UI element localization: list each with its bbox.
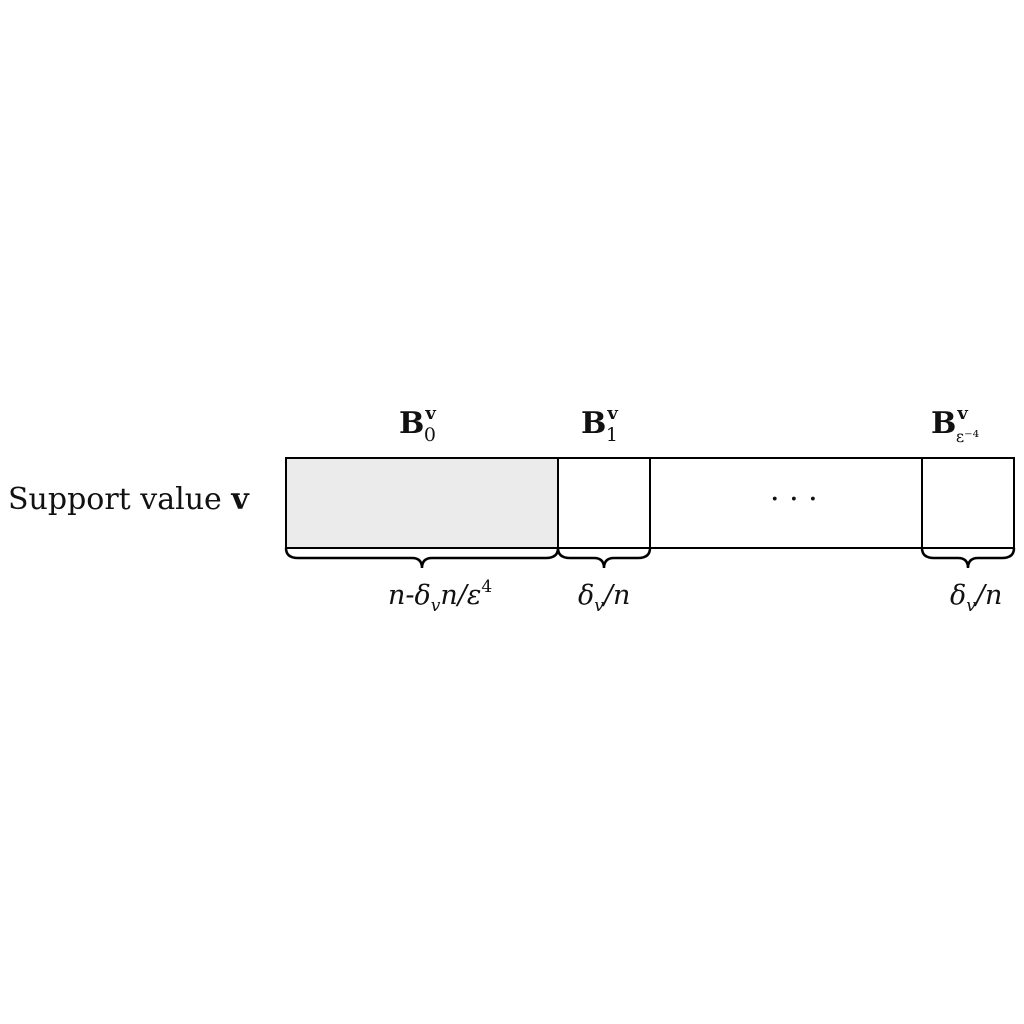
size-label-0-mid: n/ε [440,580,482,611]
brace-bucket-last [920,547,1016,569]
bucket-label-last: Bv ε⁻⁴ [931,403,979,446]
bucket-label-last-base: B [931,406,957,441]
row-label-text: Support value [8,482,232,517]
bucket-label-last-sup: v [957,403,968,424]
ellipsis: · · · [770,482,818,517]
bucket-label-last-sub: ε⁻⁴ [955,427,979,446]
brace-bucket-0 [284,547,560,569]
size-label-0-sup: 4 [481,577,493,597]
size-label-0-pre: n-δ [388,580,431,611]
size-label-last: δv/n [950,580,1003,616]
size-label-0: n-δvn/ε4 [388,577,493,616]
bucket-label-1: Bv1 [581,403,618,446]
size-label-last-mid: /n [975,580,1003,611]
row-label: Support value v [8,482,249,517]
bucket-label-0: Bv0 [399,403,436,446]
size-label-1-sub: v [594,596,604,616]
bucket-label-0-sup: v [425,403,436,424]
bucket-last-box [921,457,1015,549]
size-label-1: δv/n [578,580,631,616]
size-label-1-mid: /n [603,580,631,611]
bucket-label-1-sub: 1 [605,424,618,446]
size-label-0-sub: v [430,596,441,616]
size-label-last-pre: δ [950,580,967,611]
bucket-label-1-base: B [581,406,607,441]
bucket-0-box [285,457,559,549]
bucket-1-box [557,457,651,549]
row-label-var: v [231,482,249,517]
bucket-label-0-base: B [399,406,425,441]
bucket-label-0-sub: 0 [423,424,436,446]
middle-span-box [649,457,923,549]
brace-bucket-1 [556,547,652,569]
bucket-label-1-sup: v [607,403,618,424]
size-label-last-sub: v [966,596,976,616]
size-label-1-pre: δ [578,580,595,611]
